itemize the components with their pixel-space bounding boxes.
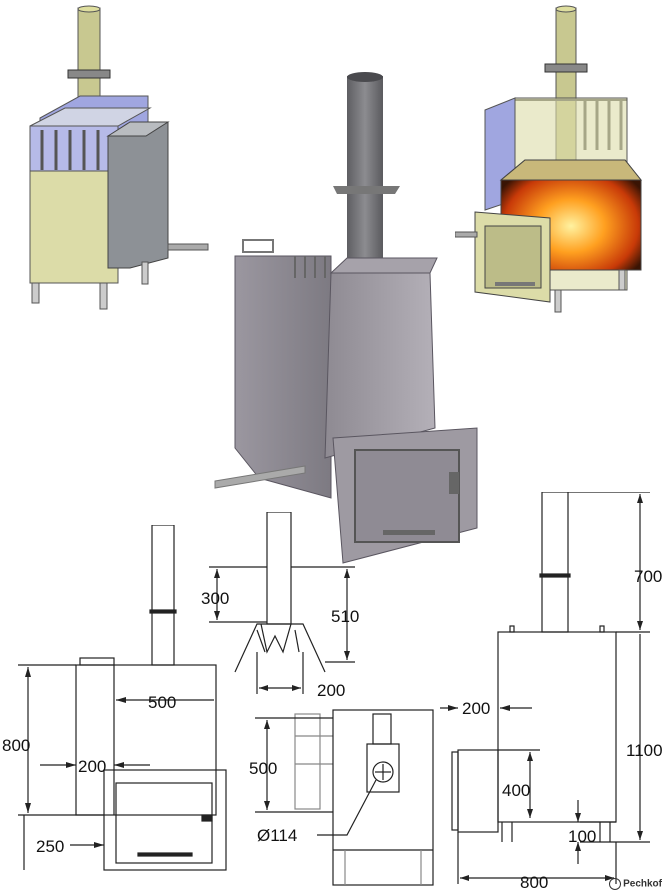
watermark: Pechkof bbox=[609, 878, 662, 890]
dim-top-chimney: 300 bbox=[201, 589, 229, 608]
dim-front-height: 800 bbox=[2, 736, 30, 755]
dim-side-firebox: 400 bbox=[502, 781, 530, 800]
dim-side-legs: 100 bbox=[568, 827, 596, 846]
dim-side-chimney: 700 bbox=[634, 567, 662, 586]
firebox-door-right bbox=[484, 225, 542, 289]
chimney-center bbox=[347, 76, 383, 291]
drawing-section-view: 500 Ø114 bbox=[235, 700, 450, 890]
dim-pipe-diameter: Ø114 bbox=[257, 826, 297, 845]
render-stove-left bbox=[20, 0, 220, 315]
drawing-chimney-detail: 300 510 200 bbox=[195, 512, 370, 702]
dim-mid-height: 500 bbox=[249, 759, 277, 778]
dim-front-firebox: 200 bbox=[78, 757, 106, 776]
drawing-side-view: 700 1100 200 400 100 800 bbox=[440, 492, 670, 890]
photo-stove-center bbox=[205, 68, 485, 568]
dim-front-width: 500 bbox=[148, 693, 176, 712]
watermark-text: Pechkof bbox=[623, 878, 662, 890]
firebox-door-center bbox=[354, 449, 460, 543]
dim-top-width: 200 bbox=[317, 681, 345, 700]
drawing-front-view: 800 500 200 250 bbox=[0, 525, 235, 890]
dim-side-width: 800 bbox=[520, 873, 548, 890]
watermark-logo-icon bbox=[609, 878, 622, 890]
dim-side-depth: 200 bbox=[462, 699, 490, 718]
dim-front-pipe: 250 bbox=[36, 837, 64, 856]
render-stove-right bbox=[455, 0, 670, 315]
dim-side-total: 1100 bbox=[626, 741, 663, 760]
dim-top-total: 510 bbox=[331, 607, 359, 626]
